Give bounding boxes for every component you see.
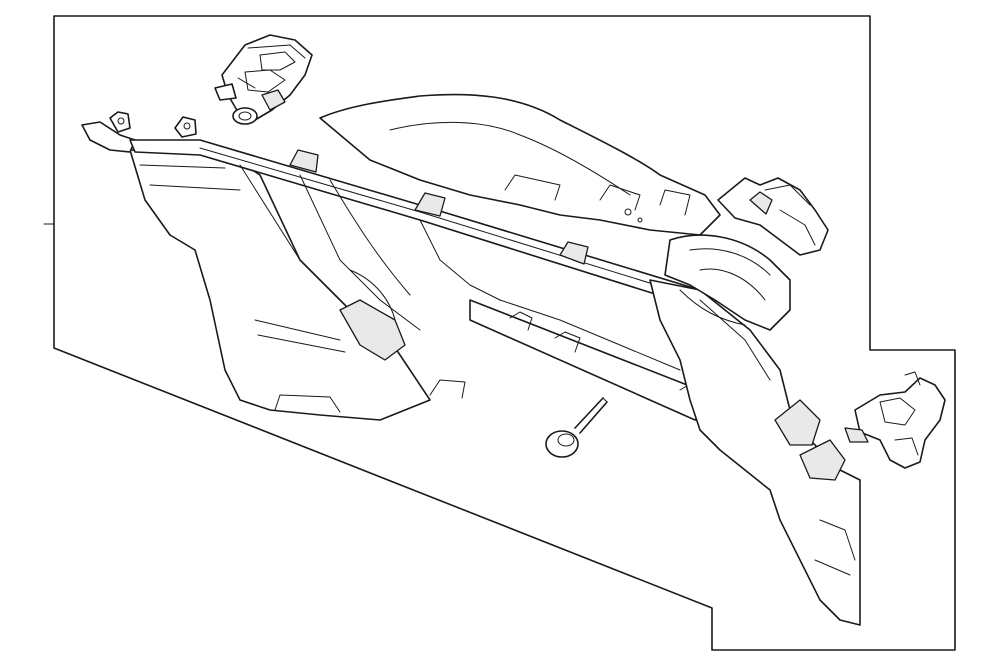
right-top-bracket [717, 177, 829, 256]
stopper-head [545, 430, 579, 458]
damper-stopper [545, 397, 608, 458]
bracket-body [854, 377, 946, 469]
left-side-wall [129, 149, 431, 421]
right-side-wall [649, 279, 861, 626]
right-hinge-housing [664, 234, 791, 331]
rear-housing [319, 93, 721, 236]
left-tab [109, 111, 131, 133]
glove-box-body [81, 93, 861, 626]
left-tab-2 [174, 116, 197, 138]
side-bracket [844, 371, 946, 469]
latch-tab [214, 83, 237, 101]
assembly-frame [43, 15, 956, 651]
bracket-tab [844, 427, 869, 443]
latch-knob [232, 107, 258, 125]
latch-assembly [214, 34, 313, 125]
latch-body [221, 34, 313, 121]
